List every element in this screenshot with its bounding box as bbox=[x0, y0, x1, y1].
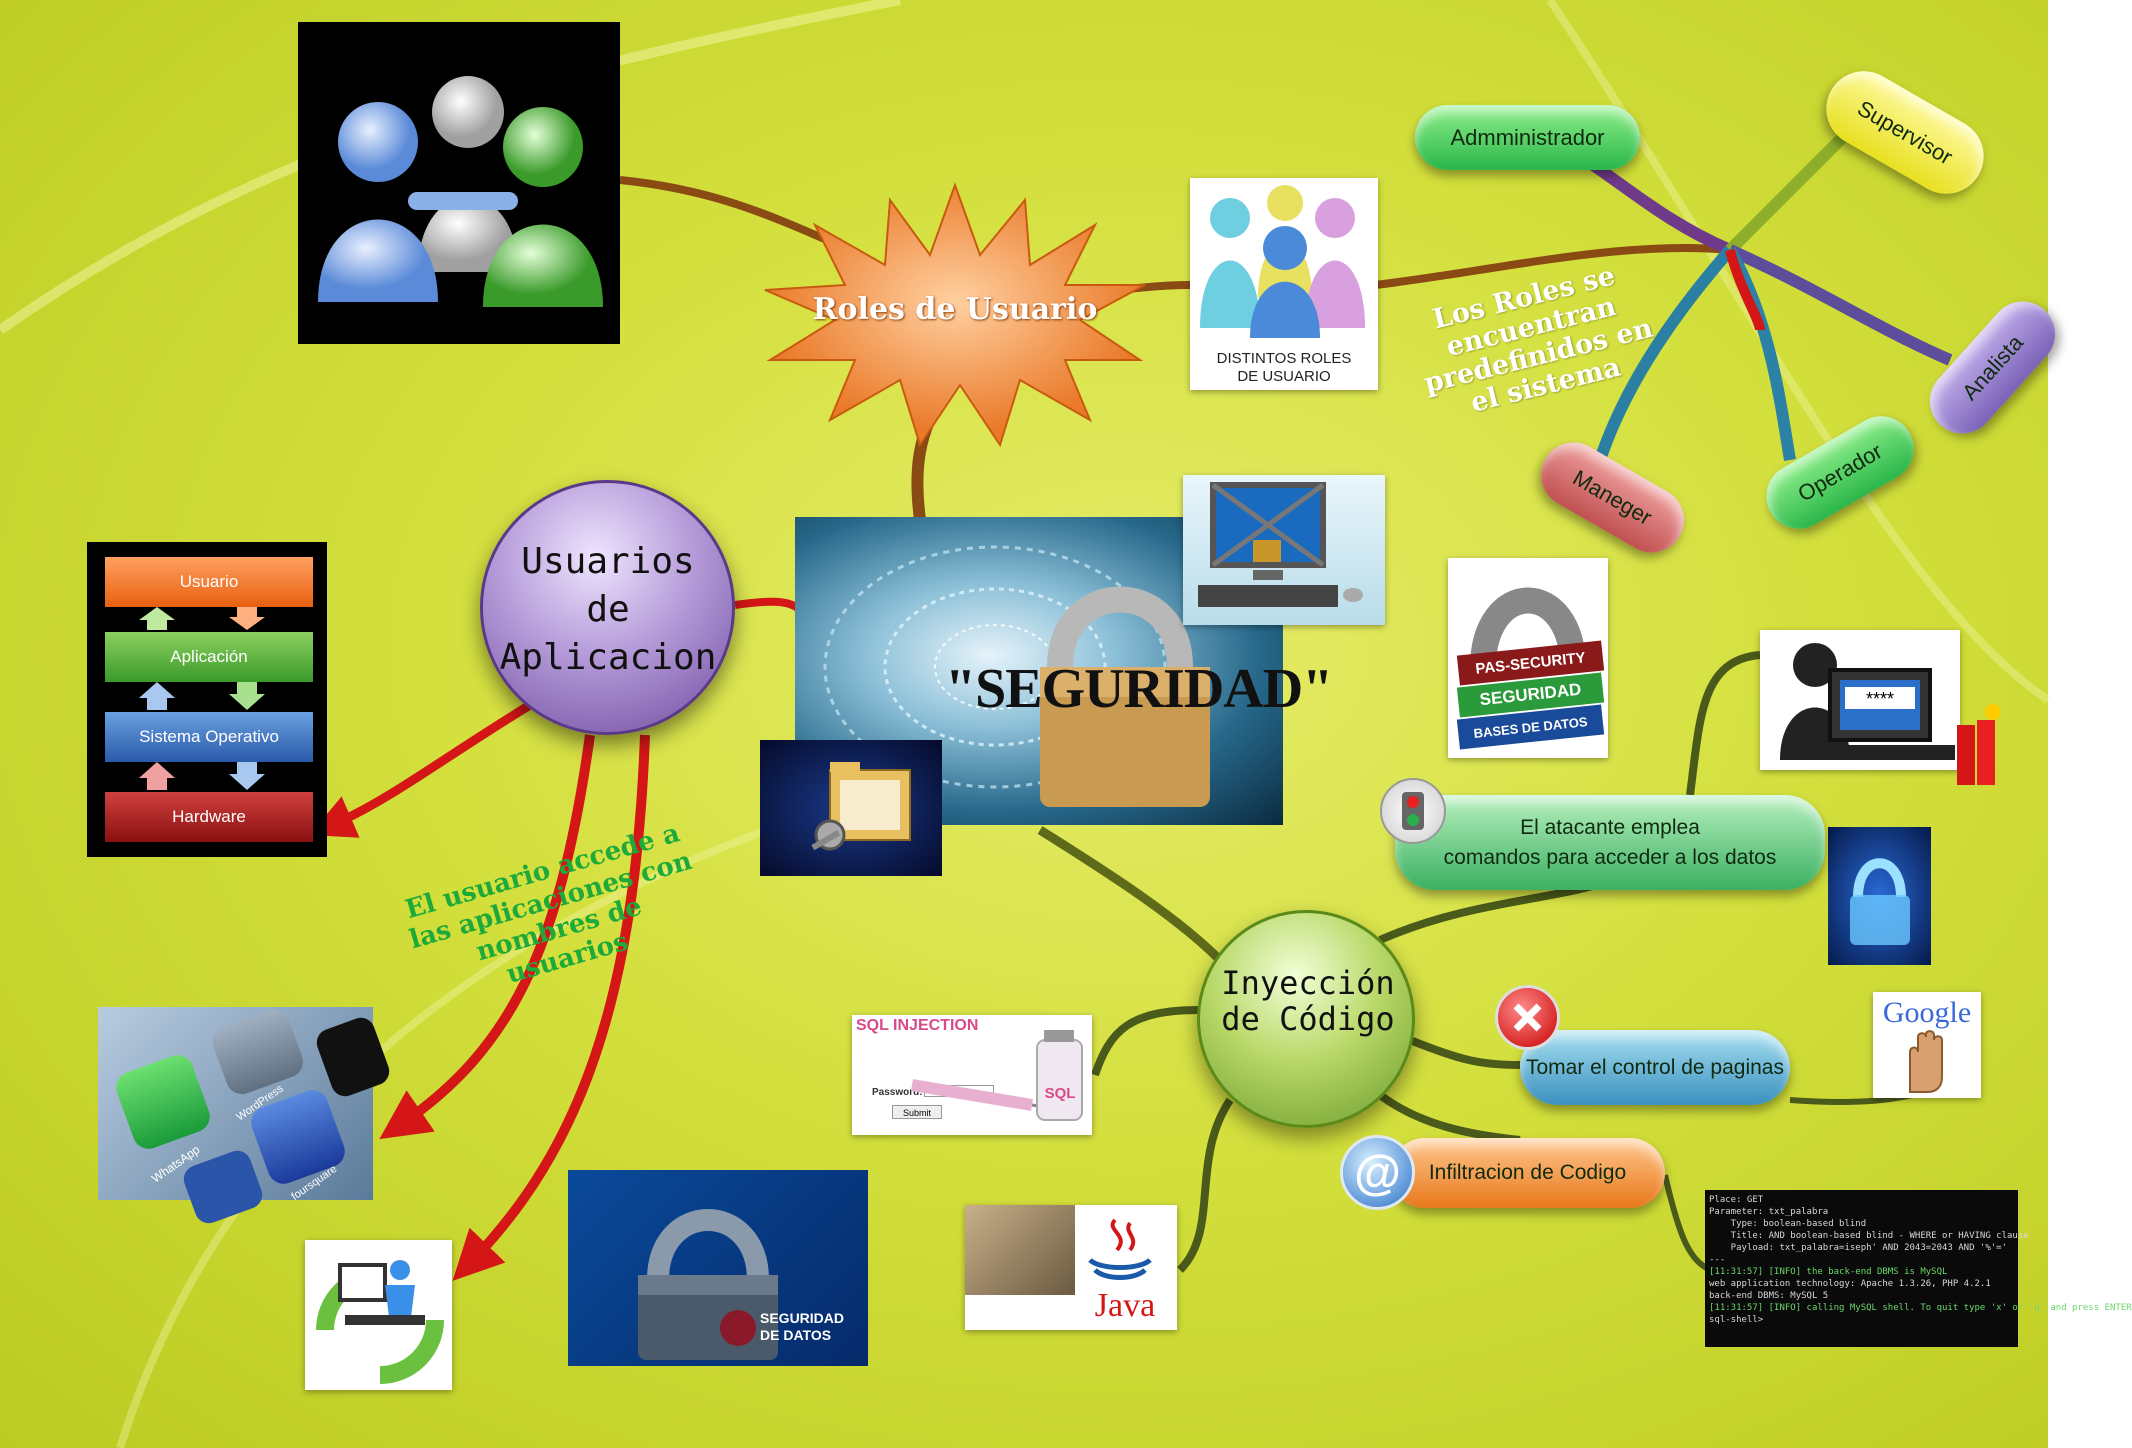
arrow-to-layers bbox=[309, 701, 533, 838]
inyeccion-node[interactable]: Inyección de Código bbox=[1197, 910, 1415, 1128]
ear-syringe-art bbox=[965, 1205, 1075, 1295]
branch-infiltracion[interactable]: Infiltracion de Codigo bbox=[1390, 1138, 1665, 1208]
connector-inyeccion-tomar bbox=[1408, 1036, 1521, 1069]
central-title: "SEGURIDAD" bbox=[945, 658, 1333, 720]
connector-usuarios-central bbox=[734, 597, 803, 614]
terminal-line: web application technology: Apache 1.3.2… bbox=[1709, 1279, 1991, 1289]
roles-image: DISTINTOS ROLES DE USUARIO bbox=[1190, 178, 1378, 390]
layer-sistema-operativo: Sistema Operativo bbox=[105, 712, 313, 762]
terminal-line: Payload: txt_palabra=iseph' AND 2043=204… bbox=[1709, 1243, 2008, 1253]
ribbon-maneger bbox=[1594, 246, 1735, 462]
terminal-line: Type: boolean-based blind bbox=[1709, 1219, 1867, 1229]
apps-image: WhatsApp WordPress foursquare bbox=[98, 1005, 394, 1228]
connector-central-inyeccion bbox=[1037, 826, 1224, 964]
locked-computer-image bbox=[1183, 475, 1385, 625]
wordpress-icon bbox=[208, 1005, 308, 1099]
usuarios-node[interactable]: Usuarios de Aplicacion bbox=[480, 480, 735, 735]
traffic-light-icon bbox=[1380, 778, 1446, 844]
terminal-line: [11:31:57] [INFO] calling MySQL shell. T… bbox=[1709, 1303, 2132, 1313]
password-mask: **** bbox=[1845, 687, 1915, 709]
terminal-line: --- bbox=[1709, 1255, 1726, 1265]
sql-injection-title: SQL INJECTION bbox=[856, 1017, 979, 1034]
terminal-line: back-end DBMS: MySQL 5 bbox=[1709, 1291, 1829, 1301]
ribbon-analista bbox=[1727, 244, 1953, 366]
java-image: Java bbox=[965, 1205, 1177, 1330]
syringe-icon bbox=[911, 1030, 1083, 1121]
terminal-line: sql-shell> bbox=[1709, 1315, 1764, 1325]
layer-hardware: Hardware bbox=[105, 792, 313, 842]
db-security-image: SEGURIDAD DE DATOS bbox=[568, 1170, 868, 1366]
at-icon: @ bbox=[1340, 1135, 1415, 1210]
ribbon-supervisor bbox=[1725, 125, 1855, 255]
whatsapp-icon bbox=[111, 1050, 215, 1154]
terminal-line: Place: GET bbox=[1709, 1195, 1764, 1205]
google-image: Google bbox=[1873, 992, 1981, 1098]
folder-key-image bbox=[760, 740, 942, 876]
hacker-image: **** bbox=[1760, 630, 1960, 770]
usuarios-node-label: Usuarios de Aplicacion bbox=[499, 541, 717, 678]
connector-inyeccion-java bbox=[1177, 1097, 1234, 1273]
layers-diagram: Usuario Aplicación Sistema Operativo Har… bbox=[87, 542, 327, 857]
sql-password-label: Password: bbox=[872, 1087, 923, 1098]
sql-vial-label: SQL bbox=[1044, 1085, 1076, 1102]
db-badge-icon bbox=[720, 1310, 756, 1346]
layer-aplicacion: Aplicación bbox=[105, 632, 313, 682]
terminal-image: Place: GET Parameter: txt_palabra Type: … bbox=[1705, 1190, 2132, 1347]
roles-node-label: Roles de Usuario bbox=[812, 292, 1098, 327]
terminal-line: Title: AND boolean-based blind - WHERE o… bbox=[1709, 1231, 2029, 1241]
sql-injection-image: SQL INJECTION Password: Submit SQL bbox=[852, 1015, 1092, 1135]
connector-inyeccion-infiltracion bbox=[1377, 1091, 1521, 1144]
connector-inyeccion-sql bbox=[1091, 1006, 1201, 1077]
branch-atacante[interactable]: El atacante emplea comandos para acceder… bbox=[1395, 795, 1825, 890]
dynamite-icon bbox=[1955, 700, 2001, 790]
branch-tomar-control[interactable]: Tomar el control de paginas bbox=[1520, 1030, 1790, 1105]
terminal-line: Parameter: txt_palabra bbox=[1709, 1207, 1829, 1217]
close-icon[interactable] bbox=[1495, 985, 1560, 1050]
roles-image-caption: DISTINTOS ROLES DE USUARIO bbox=[1216, 350, 1352, 385]
pas-security-image: PAS-SECURITY SEGURIDAD BASES DE DATOS bbox=[1448, 558, 1608, 758]
google-logo: Google bbox=[1882, 996, 1972, 1029]
people-image bbox=[298, 22, 620, 344]
arrow-to-apps bbox=[379, 734, 595, 1140]
ribbon-red bbox=[1725, 248, 1765, 331]
connector-roles-hub bbox=[1374, 244, 1731, 289]
roles-node[interactable]: Roles de Usuario bbox=[760, 180, 1150, 450]
computer-user-image bbox=[305, 1240, 452, 1390]
hand-icon bbox=[1909, 1030, 1943, 1093]
layer-arrows bbox=[139, 607, 265, 790]
arrow-to-computer bbox=[452, 734, 650, 1281]
connector-infiltracion-terminal bbox=[1662, 1174, 1712, 1273]
binary-tunnel bbox=[823, 545, 1210, 807]
terminal-line: [11:31:57] [INFO] the back-end DBMS is M… bbox=[1709, 1267, 1948, 1277]
java-cup-icon bbox=[1088, 1218, 1152, 1280]
inyeccion-node-label: Inyección de Código bbox=[1221, 964, 1395, 1038]
db-badge-label: SEGURIDAD DE DATOS bbox=[760, 1310, 845, 1343]
connector-atacante-hacker bbox=[1686, 651, 1761, 796]
padlock-image bbox=[1828, 827, 1931, 965]
layer-usuario: Usuario bbox=[105, 557, 313, 607]
java-label: Java bbox=[1094, 1287, 1156, 1324]
sql-submit-button: Submit bbox=[892, 1105, 942, 1119]
role-admin[interactable]: Admministrador bbox=[1415, 105, 1640, 170]
